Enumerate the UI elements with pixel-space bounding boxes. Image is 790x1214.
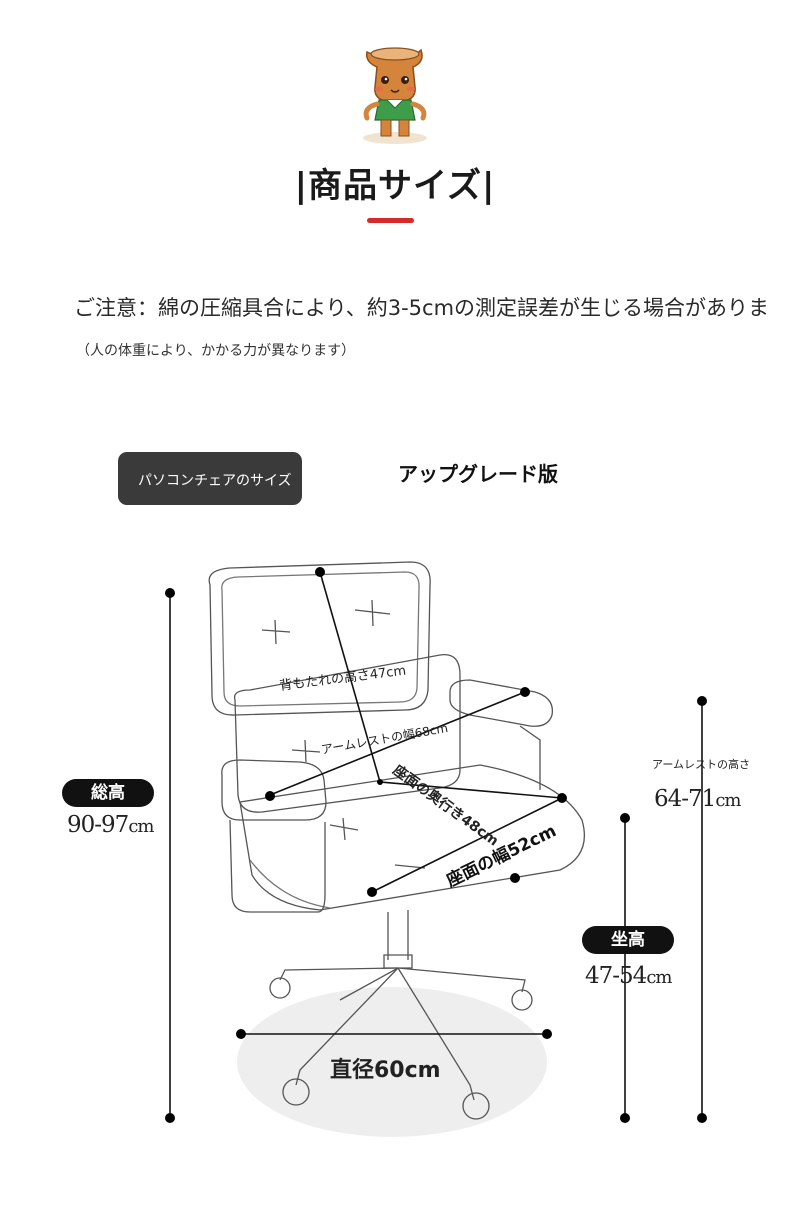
armrest-width-label: アームレストの幅68cm	[320, 720, 449, 757]
total-height-value: 90-97cm	[67, 812, 154, 838]
armrest-height-label: アームレストの高さ	[652, 758, 751, 771]
back-height-label: 背もたれの高さ47cm	[279, 663, 407, 694]
diameter-label: 直径60cm	[330, 1058, 441, 1083]
armrest-height-value: 64-71cm	[654, 786, 741, 812]
chair-drawing: 背もたれの高さ47cm アームレストの幅68cm 座面の奥行き48cm 座面の幅…	[165, 561, 707, 1137]
seat-height-badge: 坐高	[582, 926, 674, 954]
measurement-notice-sub: （人の体重により、かかる力が異なります）	[76, 343, 356, 359]
chair-dimension-diagram: 背もたれの高さ47cm アームレストの幅68cm 座面の奥行き48cm 座面の幅…	[0, 540, 790, 1214]
seat-width-label: 座面の幅52cm	[443, 820, 560, 891]
seat-depth-label: 座面の奥行き48cm	[390, 761, 502, 849]
title-underline	[367, 218, 414, 223]
seat-height-value: 47-54cm	[585, 963, 672, 989]
page-title: |商品サイズ|	[294, 166, 496, 206]
tree-mascot-icon	[363, 47, 427, 144]
tab-upgrade-version[interactable]: アップグレード版	[398, 462, 558, 486]
tab-pc-chair-size[interactable]: パソコンチェアのサイズ	[118, 452, 302, 505]
measurement-notice: ご注意：綿の圧縮具合により、約3-5cmの測定誤差が生じる場合がありま	[74, 296, 770, 320]
total-height-badge: 総高	[62, 779, 154, 807]
